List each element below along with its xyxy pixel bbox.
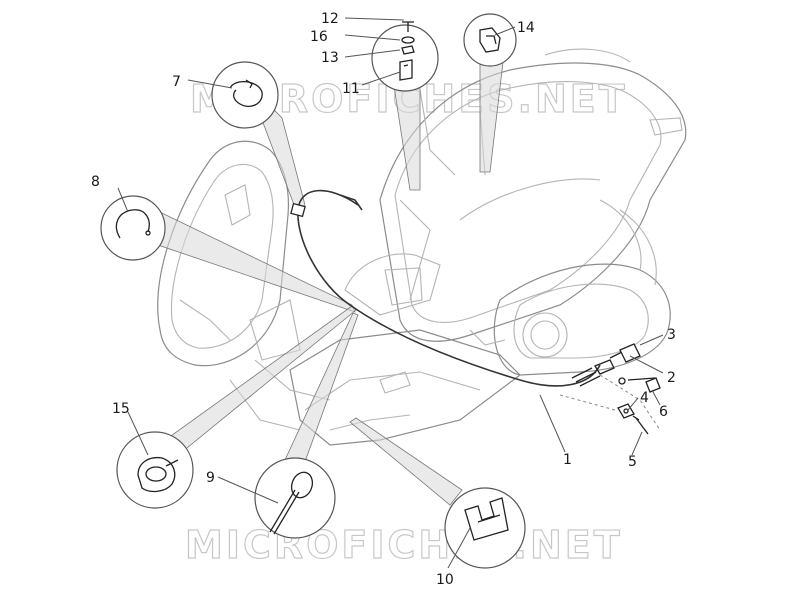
callout-7 (211, 61, 279, 129)
label-5: 5 (628, 454, 637, 470)
label-16: 16 (310, 29, 328, 45)
label-2: 2 (667, 370, 676, 386)
label-11: 11 (342, 81, 360, 97)
label-14: 14 (517, 20, 535, 36)
part-labels: 7 8 12 16 13 11 14 15 9 10 1 3 2 4 6 5 (91, 11, 676, 588)
callout-11-16 (371, 21, 439, 92)
label-10: 10 (436, 572, 454, 588)
label-4: 4 (640, 390, 649, 406)
label-12: 12 (321, 11, 339, 27)
callout-10 (444, 487, 526, 569)
callout-8 (100, 195, 166, 261)
label-13: 13 (321, 50, 339, 66)
label-8: 8 (91, 174, 100, 190)
label-9: 9 (206, 470, 215, 486)
callout-9 (254, 457, 336, 539)
label-6: 6 (659, 404, 668, 420)
label-3: 3 (667, 327, 676, 343)
label-1: 1 (563, 452, 572, 468)
label-leaders (117, 17, 664, 569)
label-15: 15 (112, 401, 130, 417)
label-7: 7 (172, 74, 181, 90)
watermark-bottom: MICROFICHES.NET (185, 523, 623, 567)
callout-14 (463, 13, 517, 67)
callout-15 (116, 431, 194, 509)
